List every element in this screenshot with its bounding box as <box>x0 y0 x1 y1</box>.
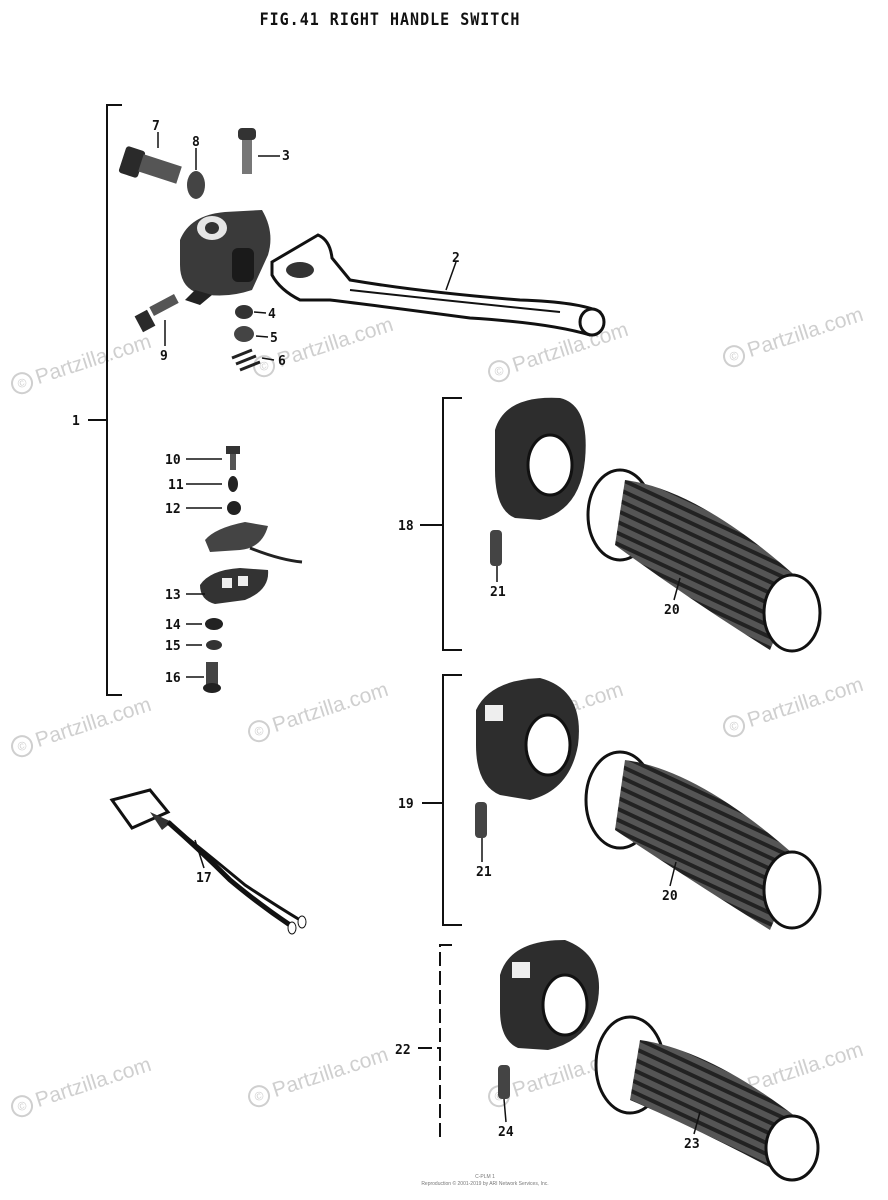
leader-lines <box>157 132 701 1135</box>
callout-5: 5 <box>270 331 278 346</box>
switch-contact-plate <box>205 522 303 564</box>
switch-base <box>200 568 269 604</box>
assembly-bracket-1 <box>88 104 122 696</box>
wiring-harness <box>109 788 307 935</box>
callout-14: 14 <box>165 618 181 633</box>
pin <box>238 128 256 174</box>
callout-19: 19 <box>398 797 414 812</box>
assembly-bracket-19 <box>422 674 462 926</box>
callout-labels: 1 2 3 4 5 6 7 8 9 10 11 12 13 14 15 16 1… <box>72 119 700 1152</box>
throttle-grip <box>594 1015 820 1182</box>
figure-title: FIG.41 RIGHT HANDLE SWITCH <box>259 8 521 30</box>
washer <box>187 171 205 199</box>
copyright-notice: Reproduction © 2001-2019 by ARI Network … <box>421 1181 549 1187</box>
throttle-housing <box>495 397 586 520</box>
callout-11: 11 <box>168 478 184 493</box>
washer <box>205 618 223 630</box>
page-footer: C-PLM 1 Reproduction © 2001-2019 by ARI … <box>385 1174 585 1188</box>
lever-pivot-bolt <box>118 146 182 184</box>
screw <box>203 662 221 693</box>
throttle-grip <box>584 750 822 930</box>
callout-12: 12 <box>165 502 181 517</box>
callout-24: 24 <box>498 1125 514 1140</box>
callout-17: 17 <box>196 871 212 886</box>
throttle-housing <box>476 678 579 800</box>
callout-9: 9 <box>160 349 168 364</box>
housing-screw <box>475 802 487 838</box>
callout-20: 20 <box>664 603 680 618</box>
callout-7: 7 <box>152 119 160 134</box>
callout-20: 20 <box>662 889 678 904</box>
callout-13: 13 <box>165 588 181 603</box>
callout-23: 23 <box>684 1137 700 1152</box>
housing-screw <box>490 530 502 566</box>
washer <box>234 326 254 342</box>
ball <box>227 501 241 515</box>
assembly-bracket-22 <box>418 944 452 1138</box>
callout-6: 6 <box>278 354 286 369</box>
callout-15: 15 <box>165 639 181 654</box>
callout-4: 4 <box>268 307 276 322</box>
nut <box>235 305 253 319</box>
housing-screw <box>498 1065 510 1099</box>
throttle-grip <box>586 468 822 653</box>
callout-21: 21 <box>490 585 506 600</box>
mounting-bolt <box>134 294 179 333</box>
spring <box>228 476 238 492</box>
callout-8: 8 <box>192 135 200 150</box>
page-code: C-PLM 1 <box>475 1174 495 1180</box>
callout-10: 10 <box>165 453 181 468</box>
assembly-bracket-18 <box>420 397 462 651</box>
callout-2: 2 <box>452 251 460 266</box>
brake-lever <box>270 233 606 337</box>
throttle-housing <box>500 940 600 1050</box>
callout-21: 21 <box>476 865 492 880</box>
callout-16: 16 <box>165 671 181 686</box>
callout-1: 1 <box>72 414 80 429</box>
callout-22: 22 <box>395 1043 411 1058</box>
callout-3: 3 <box>282 149 290 164</box>
lever-holder <box>180 210 271 305</box>
callout-18: 18 <box>398 519 414 534</box>
washer <box>206 640 222 650</box>
switch-screw <box>226 446 240 470</box>
spring <box>231 348 261 372</box>
